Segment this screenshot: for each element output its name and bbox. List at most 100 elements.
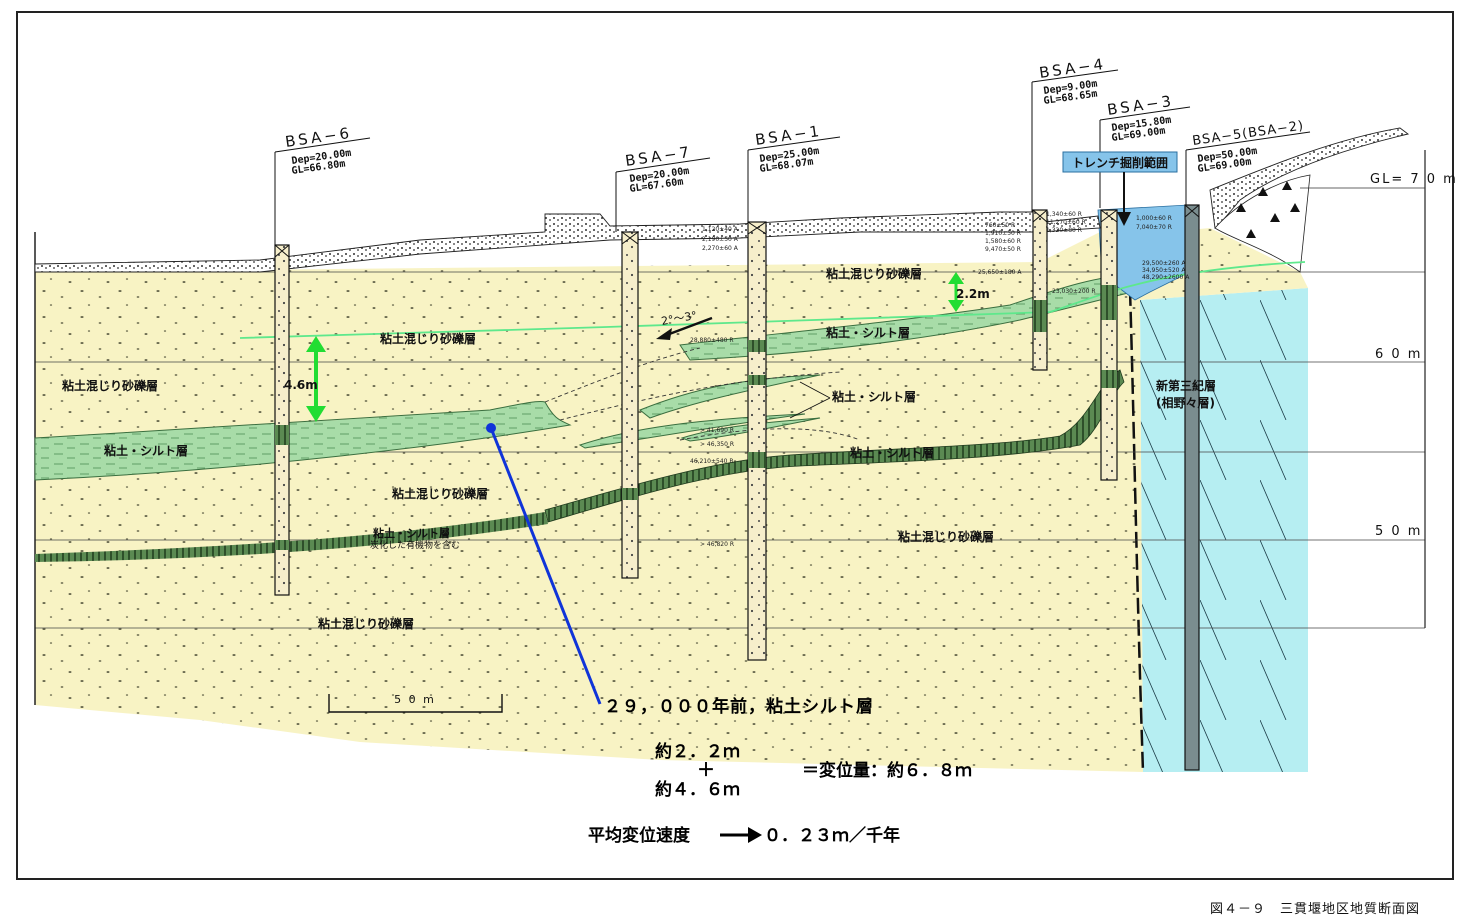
label-gravel-middle: 粘土混じり砂礫層 [392,486,488,501]
label-silt-lower-right: 粘土・シルト層 [850,445,934,460]
dip-arrow-head [656,328,672,340]
trench-arrow-head [1117,212,1131,226]
terrace-slope [1209,127,1410,229]
bh-header-bsa3: BSA−3 Dep=15.80m GL=69.00m [1099,92,1191,208]
borehole-bsa3-silt-1 [1101,370,1117,388]
silt-band-lower [544,369,1125,523]
borehole-bsa7 [621,231,639,579]
svg-text:> 46,820 R: > 46,820 R [700,541,734,548]
borehole-bsa6-silt-0 [275,425,289,445]
svg-text:1,340±60 R: 1,340±60 R [1046,211,1082,218]
borehole-bsa7-silt-0 [622,488,638,500]
label-gravel-top-right: 粘土混じり砂礫層 [826,266,922,281]
trench-label-box [1062,151,1178,173]
borehole-bsa1-silt-0 [748,340,766,352]
offset-right-label: 2.2m [956,287,990,301]
silt-callout-leaders [789,381,831,419]
offset-left-label: 4.6m [284,378,318,392]
borehole-bsa4 [1032,209,1048,371]
rate-arrow-head [748,827,762,843]
channel-dash-2 [559,371,841,421]
svg-text:> 46,350 R: > 46,350 R [700,441,734,448]
dip-label: 2°～3° [660,309,698,328]
bh-header-bsa6: BSA−6 Dep=20.00m GL=66.80m [274,124,371,245]
borehole-bsa1 [747,221,767,661]
borehole-bsa6-cap [274,244,290,258]
bh-header-bsa4: BSA−4 Dep=9.00m GL=68.65m [1031,55,1119,212]
bsa6-label: BSA−6 [284,124,353,151]
callout-dot [486,423,496,433]
annotation-rate-value: ０．２３ｍ／千年 [764,825,900,846]
svg-text:11,270±60 R: 11,270±60 R [1046,219,1086,226]
figure-frame [16,11,1454,880]
annotation-headline: ２９，０００年前，粘土シルト層 [604,696,874,717]
silt-lens-1 [639,374,821,419]
label-neogene-1: 新第三紀層 [1156,378,1216,393]
svg-text:1,120±40 A: 1,120±40 A [702,226,739,233]
svg-text:1,000±60 R: 1,000±60 R [1136,215,1172,222]
offset-arrow-right [948,272,964,312]
label-neogene-2: (相野々層) [1156,395,1215,410]
borehole-bsa3-silt-0 [1101,285,1117,320]
annotation-line1: 約２．２ｍ [655,741,740,762]
callout-line [489,427,602,705]
svg-text:1,580±60 R: 1,580±60 R [985,238,1021,245]
borehole-bsa4-silt-0 [1033,300,1047,332]
label-gravel-upper-left: 粘土混じり砂礫層 [62,378,158,393]
bh-header-bsa1: BSA−1 Dep=25.00m GL=68.07m [747,122,841,222]
svg-text:> 41,690 R: > 41,690 R [700,427,734,434]
ages-bsa3: 1,000±60 R 7,040±70 R 29,500±260 A 34,95… [1136,215,1190,281]
svg-text:1,320±80 R: 1,320±80 R [1046,227,1082,234]
silt-band-thin [35,512,548,562]
label-gravel-top-center: 粘土混じり砂礫層 [380,331,476,346]
ages-bsa4: 1,340±60 R 11,270±60 R 1,320±80 R 760±50… [978,211,1096,295]
fault-line [1128,289,1145,773]
label-silt-upper-right: 粘土・シルト層 [826,325,910,340]
label-organic-note: 炭化した有機物を含む [370,539,460,551]
borehole-bsa5 [1184,204,1200,771]
bsa1-label: BSA−1 [754,122,823,149]
marker-line-29ka [239,261,1306,339]
borehole-bsa1-silt-2 [748,452,766,468]
label-gravel-lower-right: 粘土混じり砂礫層 [898,529,994,544]
borehole-bsa4-cap [1032,209,1048,223]
annotation-plus: ＋ [697,760,715,781]
trench-label: トレンチ掘削範囲 [1072,155,1168,170]
svg-text:46,210±540 R: 46,210±540 R [690,458,734,465]
elev-50: 5 0 m [1375,524,1422,539]
borehole-bsa1-silt-1 [748,375,766,385]
svg-text:48,290±2600 A: 48,290±2600 A [1142,274,1190,281]
label-gravel-bottom: 粘土混じり砂礫層 [318,616,414,631]
elev-70: GL= 7 0 m [1370,172,1458,187]
borehole-bsa3 [1100,209,1118,481]
svg-text:2,190±50 A: 2,190±50 A [702,236,739,243]
bsa4-label: BSA−4 [1038,55,1107,82]
label-silt-left: 粘土・シルト層 [104,443,188,458]
annotation-line2: 約４．６ｍ [655,779,740,800]
svg-text:28,880±480 R: 28,880±480 R [690,337,734,344]
svg-text:1,910±50 R: 1,910±50 R [985,230,1021,237]
svg-text:34,950±520 A: 34,950±520 A [1142,267,1186,274]
svg-text:25,650±180 A: 25,650±180 A [978,269,1022,276]
elev-60: 6 0 m [1375,347,1422,362]
annotation-total: ＝変位量：約６．８ｍ [802,760,972,781]
gravel-body [35,228,1308,772]
bsa5-label: BSA−5(BSA−2) [1191,118,1305,149]
annotation-rate-prefix: 平均変位速度 [588,825,691,846]
svg-text:760±50 R: 760±50 R [985,222,1015,229]
svg-text:9,470±50 R: 9,470±50 R [985,246,1021,253]
offset-arrow-left [306,336,326,422]
channel-dash-3 [679,428,861,441]
scale-bar [328,694,503,713]
boreholes [274,204,1200,771]
borehole-bsa7-cap [621,231,639,245]
svg-text:23,030±200 R: 23,030±200 R [1052,288,1096,295]
borehole-bsa1-cap [747,221,767,235]
figure-caption: 図４－９ 三貫堰地区地質断面図 [1209,902,1420,917]
label-silt-callout: 粘土・シルト層 [832,389,916,404]
borehole-bsa6-silt-1 [275,540,289,550]
borehole-bsa3-cap [1100,209,1118,223]
bh-header-bsa7: BSA−7 Dep=20.00m GL=67.60m [615,143,711,232]
svg-text:7,040±70 R: 7,040±70 R [1136,224,1172,231]
